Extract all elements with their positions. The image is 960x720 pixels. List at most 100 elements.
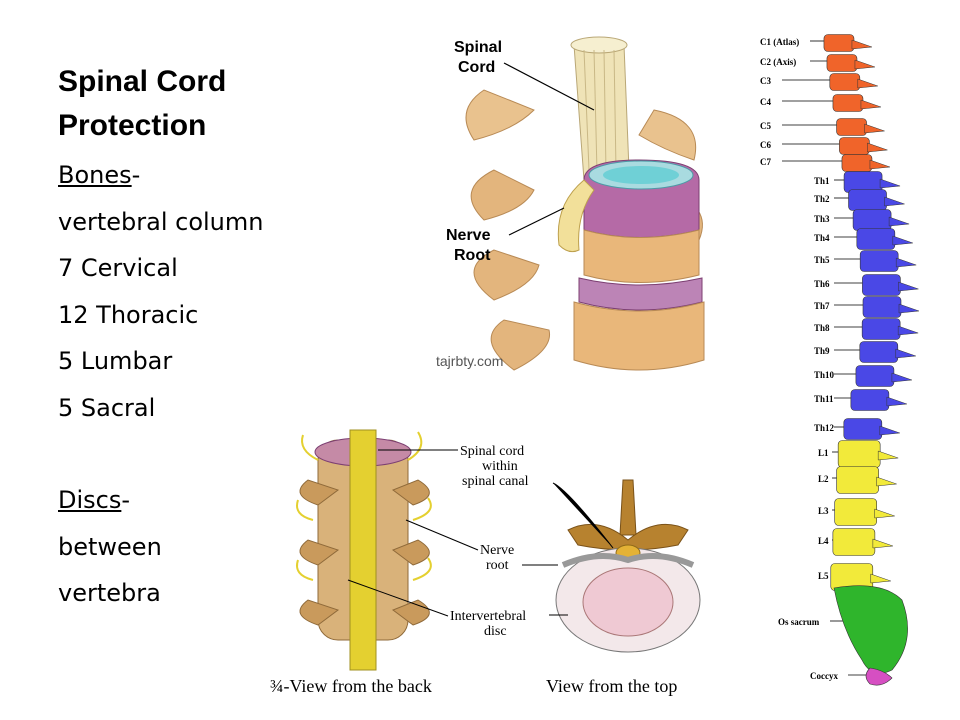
vertebra-label: Th2	[814, 194, 830, 204]
spinous-process	[864, 123, 885, 134]
vertebra-body	[826, 54, 858, 72]
spinous-process	[851, 39, 873, 50]
vertebra-label: C3	[760, 76, 771, 86]
vertebra-label: Th6	[814, 279, 830, 289]
vertebra-body	[841, 154, 873, 172]
label-spinal: Spinal	[454, 39, 502, 56]
vertebra-label: Coccyx	[810, 671, 838, 681]
spinal-cord-illustration: Spinal Cord Nerve Root tajrbty.com	[424, 30, 724, 390]
vertebra-label: Th10	[814, 370, 835, 380]
discs-suffix: -	[121, 486, 131, 514]
vertebra-label: L4	[818, 536, 829, 546]
vertebra-body	[862, 274, 901, 296]
vertebra-label: L3	[818, 506, 829, 516]
caption-top-view: View from the top	[546, 676, 677, 696]
vertebra-body	[862, 296, 902, 318]
vertebra-body	[832, 94, 864, 112]
label-spinal-cord: Spinal cord	[460, 444, 524, 459]
slide-title: Spinal Cord Protection	[58, 60, 358, 148]
vertebra-label: C5	[760, 121, 771, 131]
title-line-2: Protection	[58, 109, 207, 142]
spinous-process	[886, 396, 907, 407]
vertebra-label: Th8	[814, 323, 830, 333]
vertebra-label: C1 (Atlas)	[760, 37, 799, 47]
vertebra-body	[848, 189, 887, 211]
vertebra-label: Th5	[814, 255, 830, 265]
discs-label: Discs	[58, 486, 122, 514]
spinous-process	[895, 257, 917, 268]
vertebra-label: C4	[760, 97, 771, 107]
spinous-process	[898, 303, 920, 314]
vertebra-label: L2	[818, 474, 829, 484]
spinous-process	[874, 508, 895, 519]
bone-item: vertebral column	[58, 207, 264, 236]
bone-item: 5 Sacral	[58, 393, 156, 422]
vertebra-body	[829, 73, 861, 91]
vertebra-label: C2 (Axis)	[760, 57, 796, 67]
vertebra-body	[856, 228, 896, 250]
spinous-process	[854, 59, 876, 70]
sacrum-bone	[833, 585, 908, 674]
vertebra-label: Th4	[814, 233, 830, 243]
vertebra-body	[859, 341, 899, 363]
vertebra-label: Th7	[814, 301, 830, 311]
label-cord: Cord	[458, 59, 495, 76]
vertebra-label: L1	[818, 448, 829, 458]
spinous-process	[857, 78, 878, 89]
spinous-process	[876, 476, 897, 487]
spinous-process	[891, 372, 912, 383]
spinous-process	[869, 159, 891, 170]
spinous-process	[870, 573, 891, 584]
disc-item: vertebra	[58, 579, 161, 607]
spinous-process	[867, 142, 888, 153]
vertebra-body	[861, 318, 901, 340]
vertebra-body	[843, 418, 883, 440]
vertebra-body	[855, 365, 895, 387]
label-intervertebral: Intervertebral	[450, 609, 526, 624]
column-bones	[823, 34, 920, 686]
bones-suffix: -	[131, 161, 141, 189]
vertebra-body	[832, 528, 876, 556]
top-view-vertebra	[555, 479, 701, 653]
bones-label: Bones	[58, 161, 132, 189]
vertebra-label: C7	[760, 157, 771, 167]
spinous-process	[877, 450, 899, 461]
caption-back-view: ¾-View from the back	[270, 676, 432, 696]
bones-heading: Bones-	[58, 152, 358, 199]
vertebra-label: L5	[818, 571, 829, 581]
discs-heading: Discs-	[58, 477, 358, 524]
spinous-process	[895, 348, 916, 359]
vertebra-body	[837, 440, 881, 468]
vertebra-label: C6	[760, 140, 771, 150]
coccyx-bone	[865, 667, 893, 686]
spinous-process	[884, 196, 905, 207]
spinous-process	[897, 325, 919, 336]
back-view-column	[296, 429, 432, 671]
label-nerve: Nerve	[480, 543, 514, 558]
spinous-process	[860, 99, 882, 110]
label-disc: disc	[484, 624, 507, 639]
label-spinal-canal: spinal canal	[462, 474, 529, 489]
vertebra-body	[834, 498, 877, 526]
title-line-1: Spinal Cord	[58, 65, 227, 98]
vertebra-body	[839, 137, 870, 155]
vertebra-body	[859, 250, 899, 272]
bone-item: 12 Thoracic	[58, 300, 199, 329]
label-nerve: Nerve	[446, 227, 491, 244]
vertebra-label: Os sacrum	[778, 617, 820, 627]
bone-item: 7 Cervical	[58, 254, 178, 282]
spinous-process	[879, 178, 901, 189]
spinous-process	[888, 216, 910, 227]
vertebra-body	[836, 466, 879, 494]
vertebra-body	[836, 118, 867, 136]
column-labels: C1 (Atlas)C2 (Axis)C3C4C5C6C7Th1Th2Th3Th…	[760, 37, 838, 681]
vertebra-label: Th12	[814, 423, 835, 433]
spinous-process	[892, 235, 913, 246]
vertebra-label: Th1	[814, 176, 830, 186]
spinous-process	[879, 425, 900, 436]
disc-item: between	[58, 532, 162, 561]
label-within: within	[482, 459, 518, 474]
spinous-process	[898, 281, 919, 292]
vertebra-views-illustration: Spinal cord within spinal canal Nerve ro…	[268, 420, 718, 710]
vertebra-label: Th9	[814, 346, 830, 356]
